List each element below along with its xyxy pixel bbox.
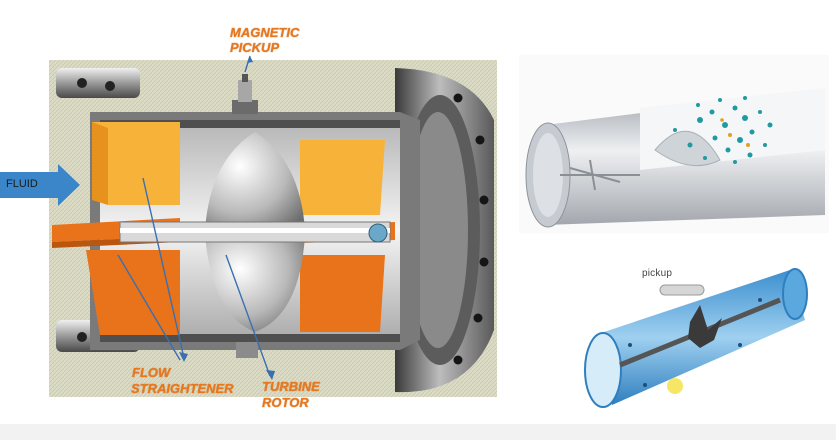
cfd-simulation-image — [519, 55, 829, 233]
fluid-arrow — [0, 164, 80, 206]
magnetic-label: MAGNETIC — [230, 25, 300, 40]
flow-label: FLOW — [132, 365, 171, 380]
straightener-label: STRAIGHTENER — [131, 381, 234, 396]
rotor-label: ROTOR — [262, 395, 309, 410]
magnetic-pickup-housing — [232, 55, 258, 114]
pipe-rotor-illustration — [565, 255, 810, 420]
turbine-label: TURBINE — [262, 379, 320, 394]
pickup-label: PICKUP — [230, 40, 280, 55]
pickup-small-label: pickup — [642, 268, 673, 279]
leader-lines — [117, 177, 271, 377]
fluid-label: FLUID — [6, 178, 38, 190]
turbine-rotor — [205, 132, 305, 332]
footer-strip — [0, 424, 836, 440]
